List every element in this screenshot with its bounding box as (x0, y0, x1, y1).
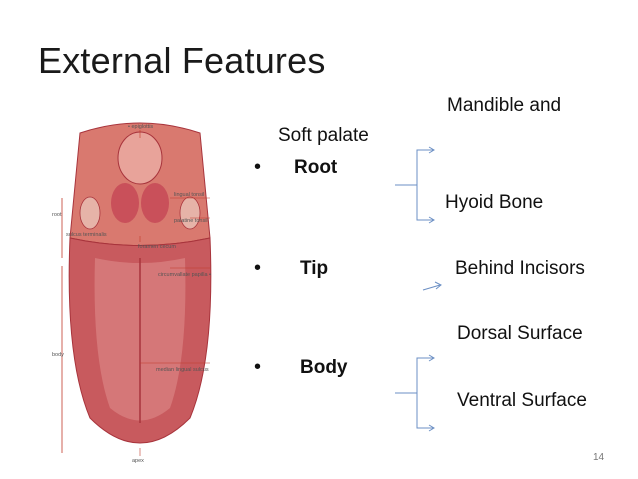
label-sulcus-terminalis: sulcus terminalis (66, 232, 107, 238)
left-tonsil-shape (79, 196, 101, 230)
slide-title: External Features (38, 40, 326, 81)
right-tonsil-shape (179, 196, 201, 230)
tip-arrow (422, 284, 441, 291)
label-palatine-tonsil: palatine tonsil (174, 218, 208, 224)
root-attach-bottom: Hyoid Bone (445, 192, 544, 213)
lingual-tonsil-left (111, 183, 139, 223)
body-surface-top: Dorsal Surface (457, 323, 583, 344)
label-foramen-cecum: foramen cecum (138, 244, 176, 250)
label-root: root (52, 212, 62, 218)
label-apex: apex (132, 458, 144, 463)
lingual-tonsil-right (141, 183, 169, 223)
epiglottis-shape (117, 131, 163, 185)
bullet-body: • (254, 356, 262, 378)
label-body: body (52, 352, 64, 358)
label-median-lingual-sulcus: median lingual sulcus (156, 367, 209, 373)
bullet-root: • (254, 156, 262, 178)
root-bracket-arrow (395, 149, 433, 221)
label-epiglottis: • epiglottis (128, 124, 153, 130)
feature-body-label: Body (300, 357, 348, 378)
tongue-anatomy-figure: • epiglottis lingual tonsil root palatin… (52, 122, 212, 463)
root-attach-top-line2: Soft palate (278, 125, 369, 146)
label-lingual-tonsil: lingual tonsil (174, 192, 204, 198)
feature-root-label: Root (294, 157, 338, 178)
label-circumvallate-papilla: circumvallate papilla • (158, 272, 211, 278)
body-surface-bottom: Ventral Surface (457, 390, 587, 411)
page-number: 14 (593, 452, 605, 463)
body-bracket-arrow (395, 357, 433, 429)
feature-tip-label: Tip (300, 258, 329, 279)
bullet-tip: • (254, 257, 262, 279)
root-attach-top-line1: Mandible and (447, 95, 562, 116)
bracket-arrows (395, 146, 442, 432)
tip-relation: Behind Incisors (455, 258, 585, 279)
